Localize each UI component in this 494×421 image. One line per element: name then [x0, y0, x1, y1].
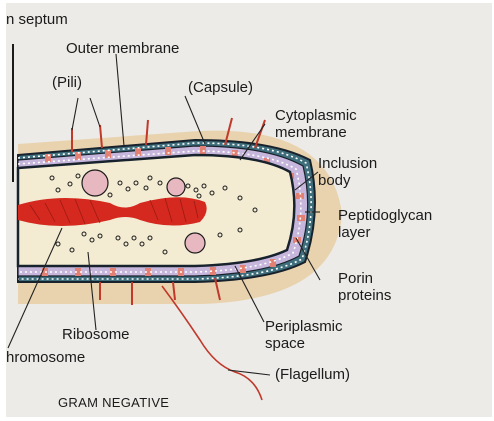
- label-periplasmic-line1: Periplasmic: [265, 318, 343, 335]
- label-cytoplasmic-membrane-line1: Cytoplasmic: [275, 107, 357, 124]
- label-flagellum: (Flagellum): [275, 366, 350, 383]
- label-septum: n septum: [6, 11, 68, 28]
- label-peptidoglycan-line1: Peptidoglycan: [338, 207, 432, 224]
- label-ribosome: Ribosome: [62, 326, 130, 343]
- label-chromosome: hromosome: [6, 349, 85, 366]
- label-inclusion-body-line2: body: [318, 172, 351, 189]
- label-inclusion-body-line1: Inclusion: [318, 155, 377, 172]
- label-pili: (Pili): [52, 74, 82, 91]
- label-capsule: (Capsule): [188, 79, 253, 96]
- label-cytoplasmic-membrane-line2: membrane: [275, 124, 347, 141]
- label-porin-line2: proteins: [338, 287, 391, 304]
- label-periplasmic-line2: space: [265, 335, 305, 352]
- diagram-title: GRAM NEGATIVE: [58, 395, 169, 410]
- label-outer-membrane: Outer membrane: [66, 40, 179, 57]
- label-porin-line1: Porin: [338, 270, 373, 287]
- label-peptidoglycan-line2: layer: [338, 224, 371, 241]
